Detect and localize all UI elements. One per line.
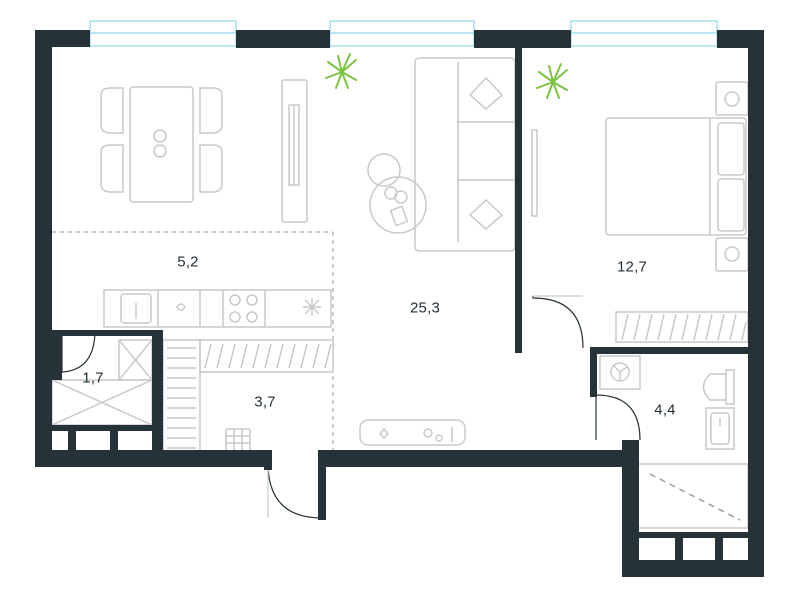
coffee-table xyxy=(367,153,427,234)
plant-icon xyxy=(325,53,568,99)
washing-machine xyxy=(599,355,641,390)
bathroom-sink xyxy=(705,407,735,450)
wardrobe-area-label: 1,7 xyxy=(82,369,104,387)
bathroom-area-label: 4,4 xyxy=(654,401,676,419)
bedroom-area-label: 12,7 xyxy=(617,258,647,276)
bedroom-wardrobe xyxy=(615,311,749,343)
shower xyxy=(637,463,749,529)
hallway-area-label: 3,7 xyxy=(254,393,276,411)
kitchen-area-label: 5,2 xyxy=(177,253,199,271)
wall-tv xyxy=(531,129,538,217)
door-swings xyxy=(61,295,641,519)
bed xyxy=(605,81,749,272)
living-area-label: 25,3 xyxy=(410,299,440,317)
kitchen-counter xyxy=(103,289,332,328)
dining-table xyxy=(100,86,223,203)
zone-dividers xyxy=(52,231,334,455)
toilet xyxy=(702,369,735,405)
hallway-wardrobe xyxy=(162,339,334,456)
entry-console xyxy=(359,419,466,446)
tv-unit xyxy=(281,79,308,223)
walls xyxy=(35,30,764,577)
window-strips xyxy=(89,20,718,47)
sofa xyxy=(414,57,516,252)
